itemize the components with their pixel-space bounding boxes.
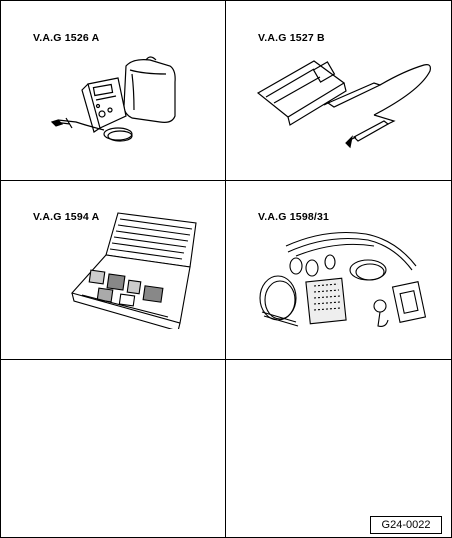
figure-code: G24-0022 (370, 516, 442, 534)
tool-cell-1598-31: V.A.G 1598/31 (226, 181, 452, 359)
empty-cell-left (0, 360, 225, 537)
tool-cell-1526a: V.A.G 1526 A (0, 0, 225, 180)
divider-row-2 (0, 359, 452, 360)
frame-left (0, 0, 1, 538)
frame-top (0, 0, 452, 1)
empty-cell-right (226, 360, 452, 537)
tool-label: V.A.G 1527 B (258, 32, 325, 44)
tool-cell-1594a: V.A.G 1594 A (0, 181, 225, 359)
tool-label: V.A.G 1526 A (33, 32, 100, 44)
test-probe-with-pouch-icon (256, 60, 431, 149)
tool-label: V.A.G 1598/31 (258, 211, 330, 223)
adapter-set-case-icon (70, 212, 197, 329)
tool-label: V.A.G 1594 A (33, 211, 100, 223)
test-box-cable-set-icon (259, 232, 427, 327)
multimeter-with-case-icon (50, 56, 176, 142)
divider-vertical (225, 0, 226, 538)
divider-row-1 (0, 180, 452, 181)
tool-cell-1527b: V.A.G 1527 B (226, 0, 452, 180)
